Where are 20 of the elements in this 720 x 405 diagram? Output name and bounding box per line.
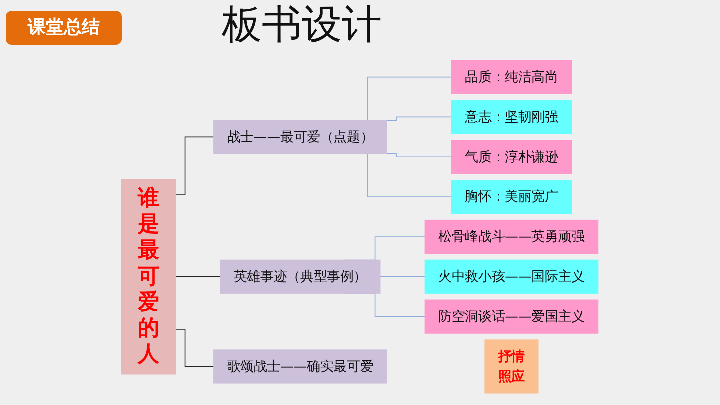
node-box: 松骨峰战斗——英勇顽强 xyxy=(424,220,599,254)
connector xyxy=(175,136,214,196)
connector xyxy=(386,116,452,122)
node-box: 气质：淳朴谦逊 xyxy=(451,140,572,174)
node-box: 防空洞谈话——爱国主义 xyxy=(424,300,599,334)
connector xyxy=(380,276,426,278)
node-box: 谁是最可爱的 人 xyxy=(121,179,176,375)
node-box: 抒情 照应 xyxy=(484,340,539,394)
connector xyxy=(175,329,214,368)
node-box: 歌颂战士——确实最可爱 xyxy=(214,350,388,384)
section-tag: 课堂总结 xyxy=(6,11,122,45)
node-box: 胸怀：美丽宽广 xyxy=(451,180,572,214)
title: 板书设计 xyxy=(222,1,382,50)
node-box: 意志：坚韧刚强 xyxy=(451,100,572,134)
node-box: 战士——最可爱（点题） xyxy=(214,120,388,154)
node-box: 英雄事迹（典型事例） xyxy=(220,260,381,294)
connector xyxy=(386,153,452,158)
node-box: 火中救小孩——国际主义 xyxy=(424,260,599,294)
connector xyxy=(175,276,222,278)
node-box: 品质：纯洁高尚 xyxy=(451,60,572,94)
